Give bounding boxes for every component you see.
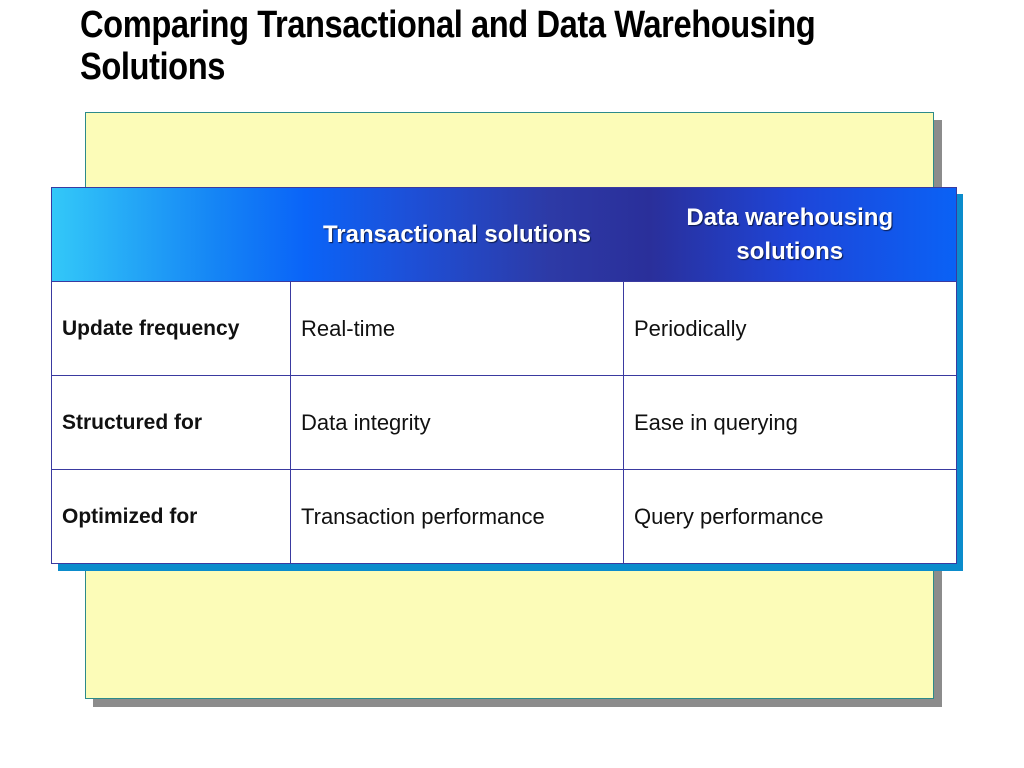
table-header-row: Transactional solutions Data warehousing… xyxy=(51,187,957,282)
comparison-table: Transactional solutions Data warehousing… xyxy=(51,187,957,564)
row-label-update-frequency: Update frequency xyxy=(51,281,291,376)
slide-title: Comparing Transactional and Data Warehou… xyxy=(80,4,816,88)
header-transactional: Transactional solutions xyxy=(290,187,624,282)
header-data-warehousing: Data warehousing solutions xyxy=(623,187,957,282)
table-row: Update frequency Real-time Periodically xyxy=(51,281,957,376)
table-row: Optimized for Transaction performance Qu… xyxy=(51,469,957,564)
cell-warehousing: Ease in querying xyxy=(623,375,957,470)
cell-transactional: Transaction performance xyxy=(290,469,624,564)
cell-transactional: Data integrity xyxy=(290,375,624,470)
header-corner-cell xyxy=(51,187,291,282)
cell-warehousing: Periodically xyxy=(623,281,957,376)
row-label-optimized-for: Optimized for xyxy=(51,469,291,564)
cell-warehousing: Query performance xyxy=(623,469,957,564)
table-row: Structured for Data integrity Ease in qu… xyxy=(51,375,957,470)
row-label-structured-for: Structured for xyxy=(51,375,291,470)
comparison-table-container: Transactional solutions Data warehousing… xyxy=(51,187,957,564)
cell-transactional: Real-time xyxy=(290,281,624,376)
